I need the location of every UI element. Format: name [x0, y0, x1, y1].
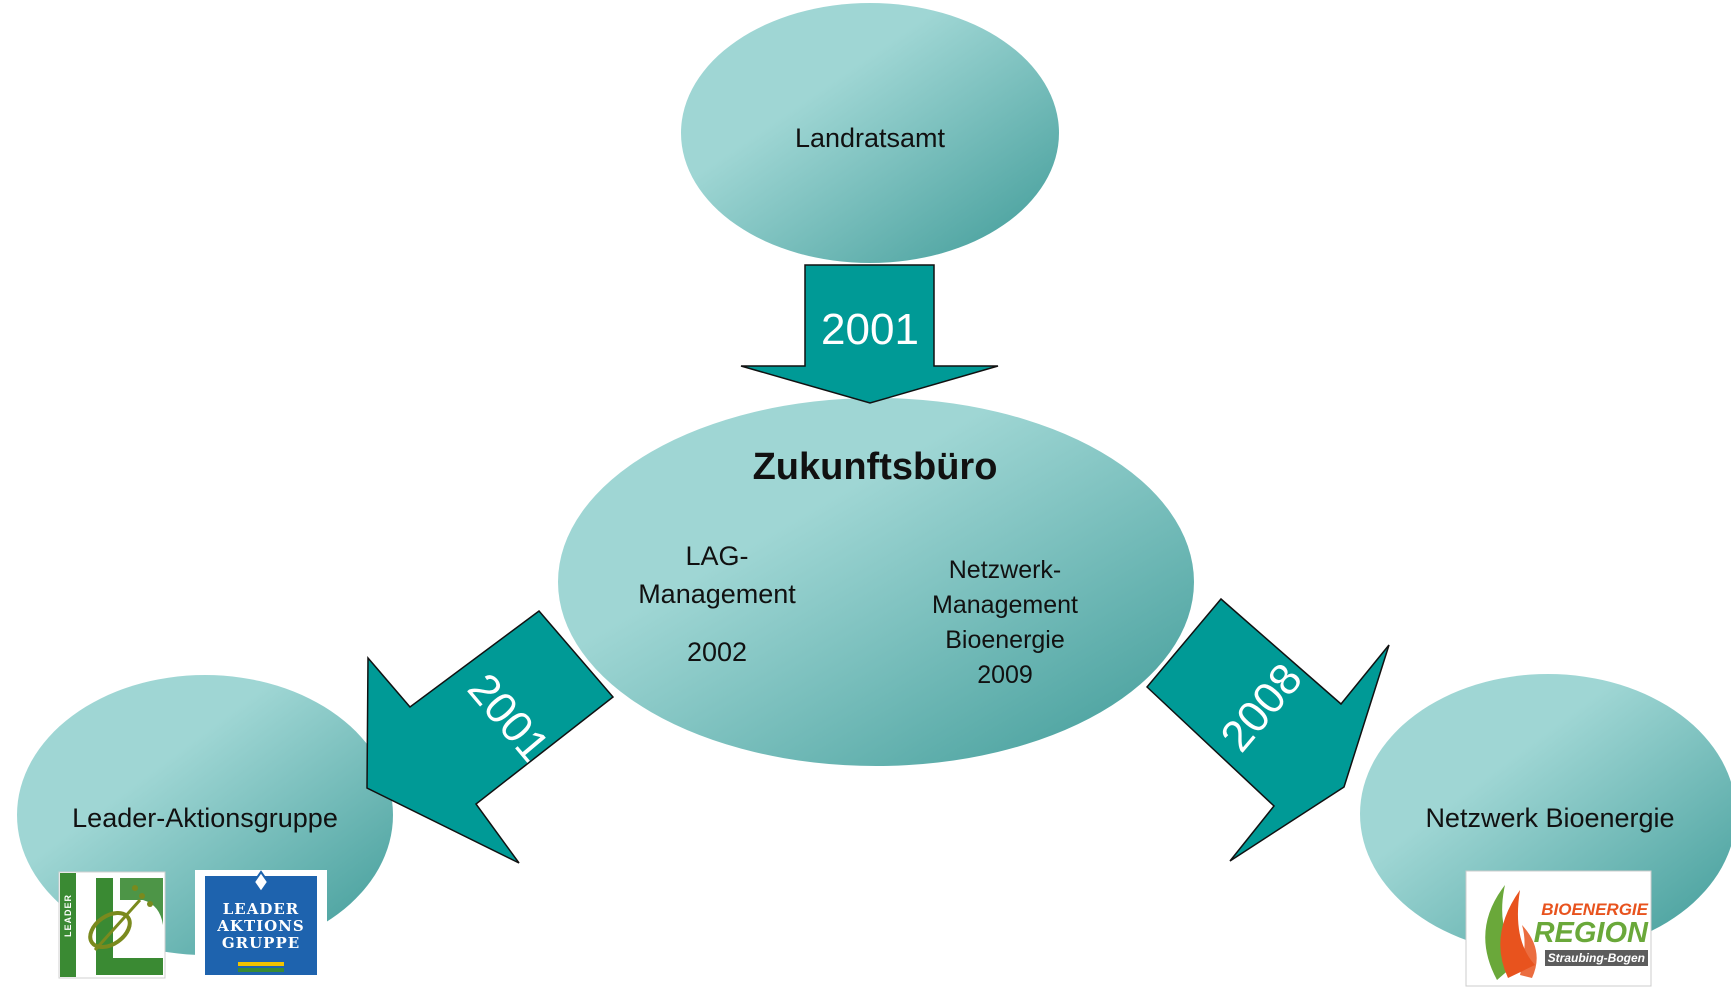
bioenergie-region-logo-text: BIOENERGIE REGION Straubing-Bogen: [1524, 900, 1648, 967]
leader-logo: [58, 871, 166, 979]
zukunftsbuero-title: Zukunftsbüro: [752, 446, 998, 488]
nm-year: 2009: [977, 661, 1033, 689]
arrow-down-left: [366, 609, 615, 864]
netzwerk-management-text: Netzwerk- Management Bioenergie 2009: [895, 553, 1115, 693]
netzwerk-bioenergie-label: Netzwerk Bioenergie: [1425, 803, 1675, 833]
lag-line2: Management: [638, 579, 796, 609]
bio-logo-line1: BIOENERGIE: [1541, 900, 1648, 919]
lag-year: 2002: [686, 637, 748, 667]
bioenergie-region-logo: [1465, 870, 1652, 987]
node-landratsamt: [681, 3, 1059, 263]
bio-logo-line3: Straubing-Bogen: [1544, 950, 1648, 966]
leader-aktionsgruppe-logo: [195, 870, 327, 976]
lag-logo-line3: GRUPPE: [221, 934, 301, 952]
lag-management-text: LAG- Management 2002: [612, 537, 822, 671]
lag-line1: LAG-: [685, 541, 749, 571]
node-zukunftsbuero: [558, 398, 1194, 766]
lag-logo-line1: LEADER: [222, 900, 300, 918]
leader-aktionsgruppe-logo-text: LEADER AKTIONS GRUPPE: [205, 901, 317, 952]
arrow-top-year: 2001: [821, 305, 919, 354]
bio-logo-line2: REGION: [1533, 917, 1648, 949]
landratsamt-label: Landratsamt: [794, 123, 946, 153]
leader-logo-text: LEADER: [63, 893, 73, 937]
arrow-down-right: [1145, 597, 1390, 862]
lag-logo-line2: AKTIONS: [217, 917, 305, 935]
nm-line2: Management: [932, 591, 1078, 619]
leader-aktionsgruppe-label: Leader-Aktionsgruppe: [72, 803, 338, 833]
nm-line3: Bioenergie: [945, 626, 1065, 654]
arrow-down: [740, 264, 999, 404]
nm-line1: Netzwerk-: [948, 556, 1062, 584]
